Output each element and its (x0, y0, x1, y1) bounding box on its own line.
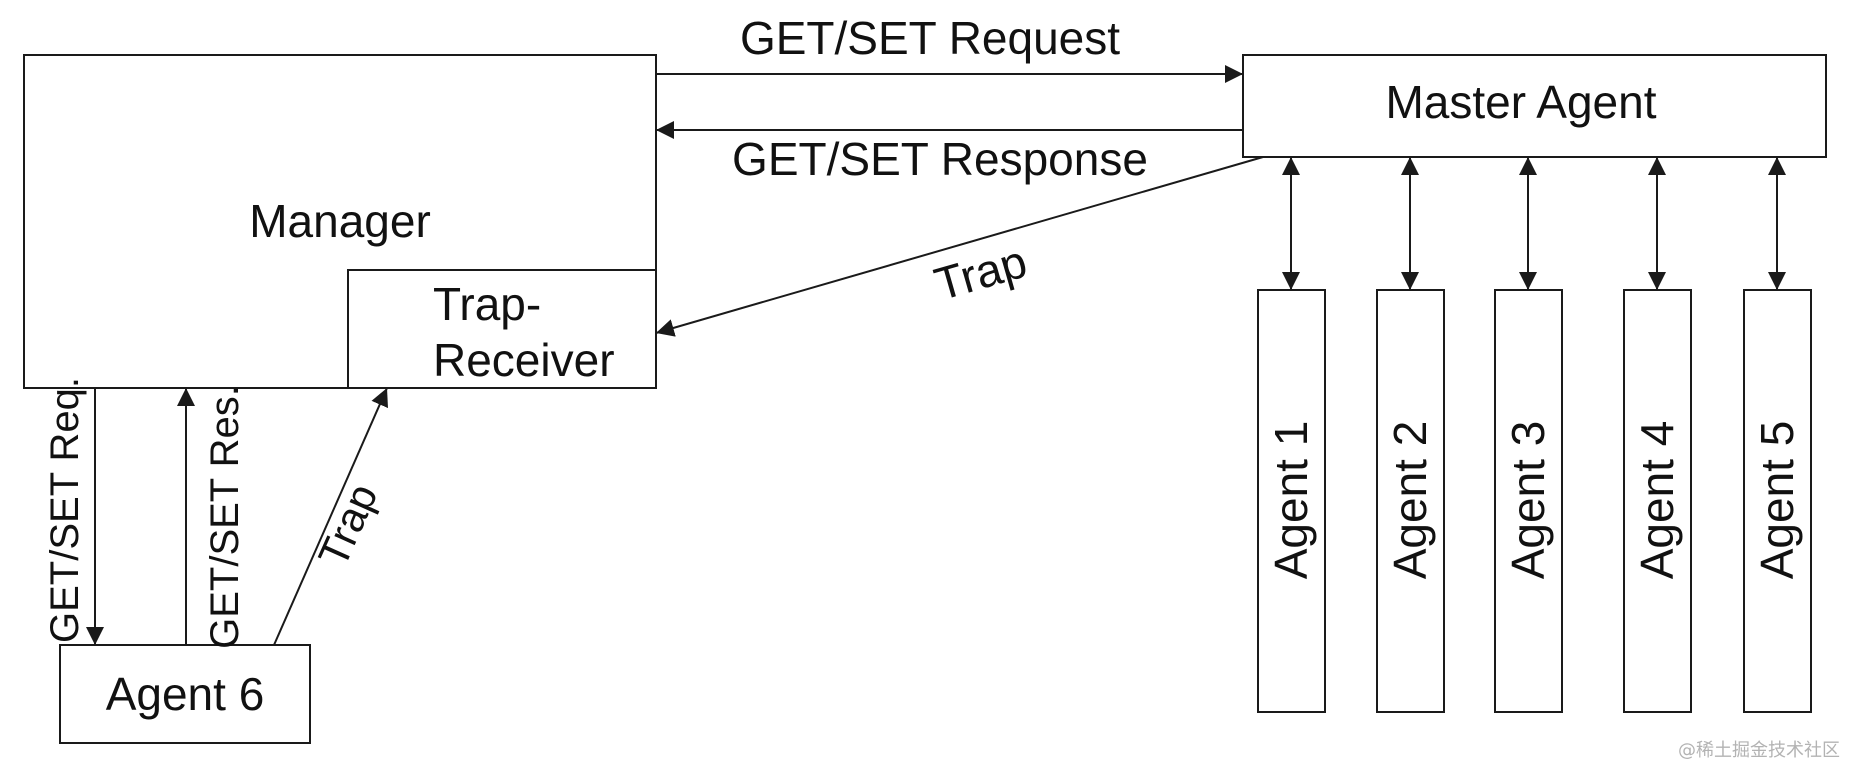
watermark: @稀土掘金技术社区 (1678, 740, 1840, 761)
trap-receiver-box (347, 269, 657, 389)
master-agent-box (1242, 54, 1827, 158)
get-set-req-label: GET/SET Req. (43, 377, 87, 643)
trap-agent6-label: Trap (309, 477, 386, 574)
get-set-res-label: GET/SET Res. (203, 385, 247, 649)
master-agent-label: Master Agent (1385, 76, 1656, 128)
trap-master-label: Trap (929, 235, 1033, 311)
agent4-label: Agent 4 (1631, 421, 1683, 580)
agent5-label: Agent 5 (1751, 421, 1803, 580)
agent6-label: Agent 6 (106, 668, 265, 720)
trap-agent6-arrow (273, 387, 388, 646)
trap-receiver-label-line1: Trap- (433, 278, 541, 330)
agent3-label: Agent 3 (1502, 421, 1554, 580)
trap-receiver-label-line2: Receiver (433, 334, 615, 386)
manager-label: Manager (249, 195, 431, 247)
agent1-box (1257, 289, 1326, 713)
agent1-label: Agent 1 (1265, 421, 1317, 580)
agent5-box (1743, 289, 1812, 713)
agent6-box (59, 644, 311, 744)
agent3-box (1494, 289, 1563, 713)
agent2-label: Agent 2 (1384, 421, 1436, 580)
agent2-box (1376, 289, 1445, 713)
get-set-response-label: GET/SET Response (732, 133, 1148, 185)
get-set-request-label: GET/SET Request (740, 12, 1120, 64)
agent4-box (1623, 289, 1692, 713)
trap-master-arrow (655, 156, 1264, 337)
